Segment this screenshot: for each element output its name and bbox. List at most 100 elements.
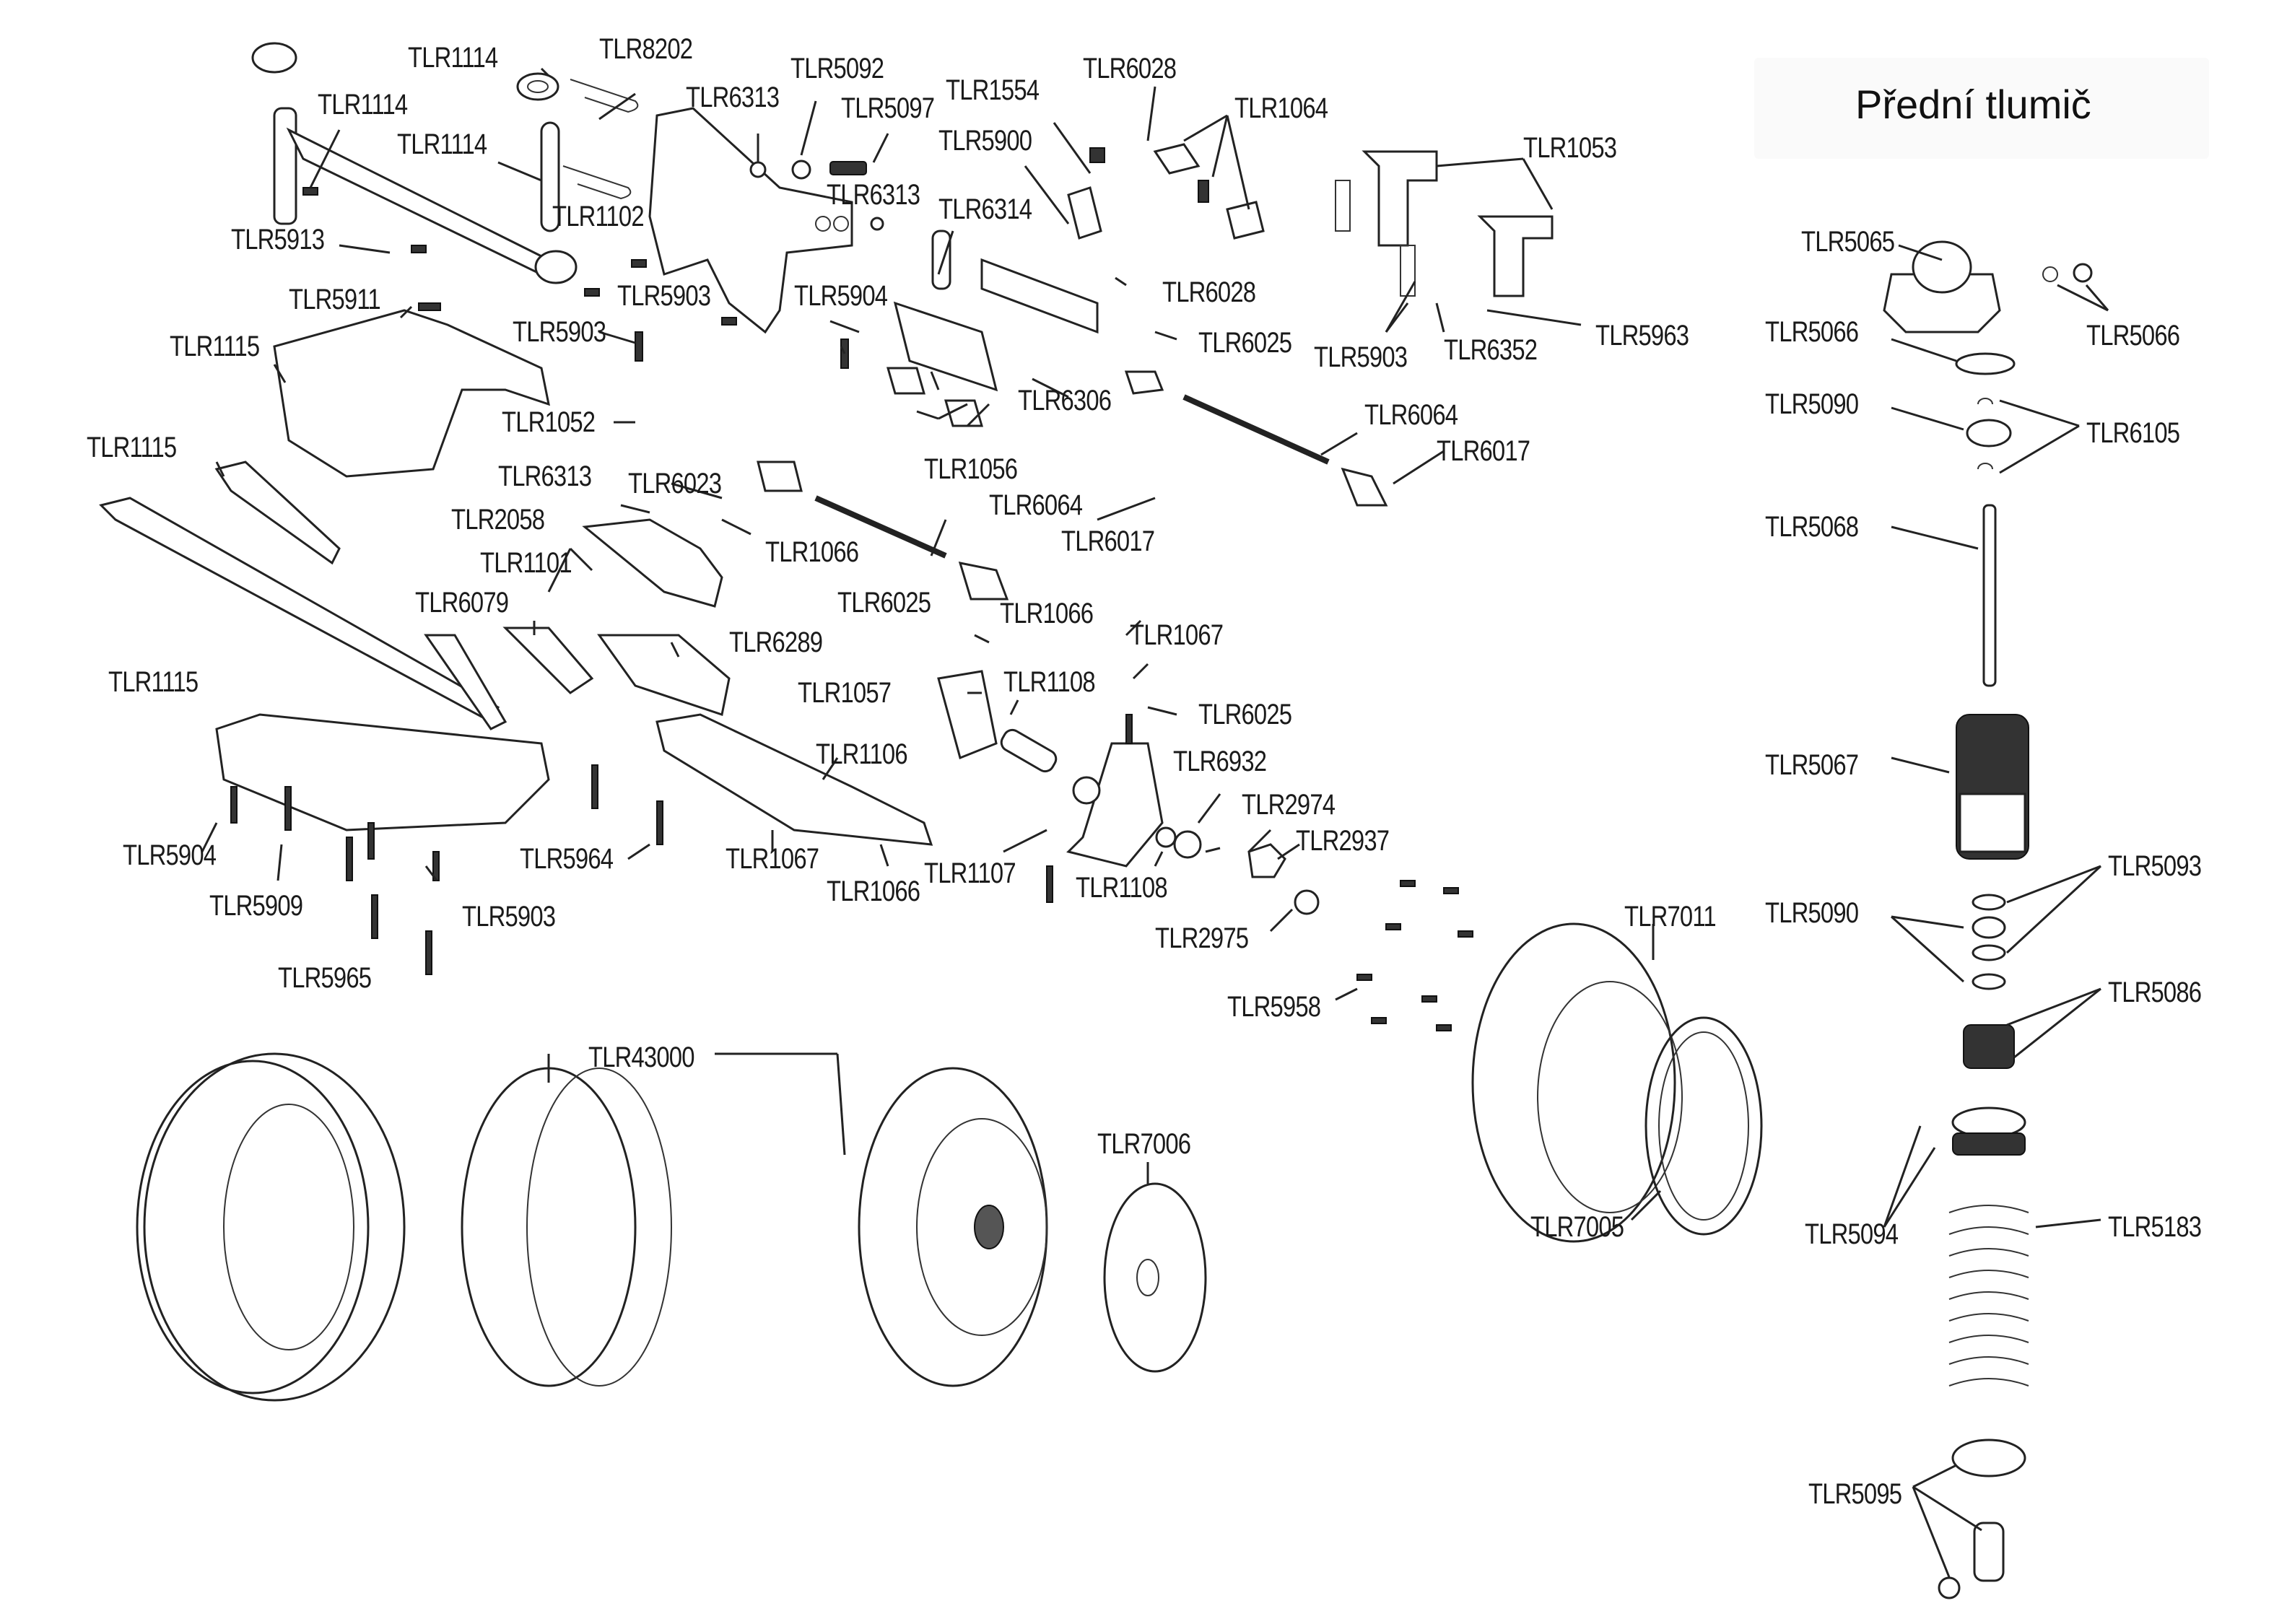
part-label: TLR6028 xyxy=(1162,276,1256,308)
part-label: TLR1115 xyxy=(170,331,260,362)
body-post xyxy=(540,121,560,232)
body-mount-post xyxy=(251,42,578,284)
part-label: TLR1107 xyxy=(924,857,1016,889)
shock-part-label: TLR5066 xyxy=(2086,320,2180,352)
part-label: TLR6079 xyxy=(415,587,509,619)
part-label: TLR5904 xyxy=(794,280,888,312)
part-label: TLR7011 xyxy=(1624,901,1717,933)
part-label: TLR6932 xyxy=(1173,746,1267,777)
part-label: TLR7005 xyxy=(1530,1211,1624,1243)
tire xyxy=(136,1052,406,1402)
shock-seals xyxy=(1972,894,2006,990)
body-clips xyxy=(562,79,639,200)
bearings-and-hex xyxy=(1072,776,1320,915)
part-label: TLR1108 xyxy=(1076,872,1168,904)
part-label: TLR1053 xyxy=(1523,132,1617,164)
part-label: TLR6017 xyxy=(1061,525,1155,557)
part-label: TLR6313 xyxy=(498,460,592,492)
shock-collar xyxy=(1951,1106,2026,1156)
shock-spring xyxy=(1948,1205,2029,1387)
part-label: TLR1064 xyxy=(1234,92,1328,124)
front-skid-plate xyxy=(215,713,550,831)
bead-lock-ring xyxy=(1644,1016,1763,1236)
part-label: TLR1114 xyxy=(397,128,487,160)
lower-arm xyxy=(655,713,933,846)
part-label: TLR1057 xyxy=(798,677,892,709)
part-label: TLR2937 xyxy=(1296,825,1390,857)
part-label: TLR2974 xyxy=(1242,789,1336,821)
part-label: TLR1114 xyxy=(408,42,498,74)
shock-shaft xyxy=(1982,504,1997,687)
part-label: TLR1052 xyxy=(502,406,596,438)
part-label: TLR5913 xyxy=(231,224,325,256)
wheel xyxy=(858,1067,1048,1387)
camber-turnbuckle xyxy=(757,460,1009,601)
part-label: TLR5092 xyxy=(790,53,884,84)
shock-part-label: TLR5095 xyxy=(1808,1478,1902,1510)
front-bumper-brace xyxy=(99,460,507,730)
part-label: TLR1554 xyxy=(946,74,1040,106)
part-label: TLR1106 xyxy=(816,738,908,770)
steering-bellcranks xyxy=(1335,150,1554,297)
part-label: TLR6352 xyxy=(1444,334,1538,366)
part-label: TLR6314 xyxy=(938,193,1032,225)
part-label: TLR6023 xyxy=(628,468,722,499)
part-label: TLR5965 xyxy=(278,962,372,994)
shock-part-label: TLR6105 xyxy=(2086,417,2180,449)
part-label: TLR6025 xyxy=(1198,327,1292,359)
part-label: TLR1067 xyxy=(726,843,819,875)
shock-part-label: TLR5183 xyxy=(2108,1211,2202,1243)
shock-part-label: TLR5093 xyxy=(2108,850,2202,882)
part-label: TLR6064 xyxy=(989,489,1083,521)
shock-part-label: TLR5090 xyxy=(1765,388,1859,420)
part-label: TLR7006 xyxy=(1097,1128,1191,1160)
part-label: TLR1101 xyxy=(480,547,572,579)
part-label: TLR5903 xyxy=(1314,341,1408,373)
shock-part-label: TLR5066 xyxy=(1765,316,1859,348)
body-mount-grommet xyxy=(516,72,559,101)
shock-bottom-cap xyxy=(1963,1024,2015,1069)
part-label: TLR6028 xyxy=(1083,53,1177,84)
part-label: TLR1056 xyxy=(924,453,1018,485)
part-label: TLR5097 xyxy=(841,92,935,124)
part-label: TLR2975 xyxy=(1155,922,1249,954)
shock-tower xyxy=(648,107,853,334)
part-label: TLR6025 xyxy=(837,587,931,619)
shock-part-label: TLR5090 xyxy=(1765,897,1859,929)
part-label: TLR6313 xyxy=(686,82,780,113)
tire-insert xyxy=(461,1067,672,1387)
steering-block xyxy=(582,518,723,608)
part-label: TLR5911 xyxy=(289,284,381,315)
part-label: TLR6313 xyxy=(827,179,920,211)
part-label: TLR5904 xyxy=(123,839,217,871)
shock-part-label: TLR5067 xyxy=(1765,749,1859,781)
shock-body xyxy=(1956,714,2029,860)
part-label: TLR6017 xyxy=(1437,435,1530,467)
part-label: TLR8202 xyxy=(599,33,693,65)
part-label: TLR5903 xyxy=(462,901,556,933)
part-label: TLR1066 xyxy=(765,536,859,568)
shock-piston xyxy=(1966,398,2012,470)
screws xyxy=(230,187,1473,1031)
hub-carrier xyxy=(937,670,1164,868)
section-title: Přední tlumič xyxy=(1855,82,2091,127)
part-label: TLR1115 xyxy=(87,432,177,463)
part-label: TLR5900 xyxy=(938,125,1032,157)
shock-part-label: TLR5094 xyxy=(1805,1218,1899,1250)
shock-spring-cup-and-rod-end xyxy=(1938,1439,2026,1599)
shock-oring xyxy=(1955,352,2016,375)
shock-part-label: TLR5068 xyxy=(1765,511,1859,543)
servo-mount xyxy=(886,230,1099,427)
leader-lines xyxy=(201,67,2109,1578)
wheel-cover-disc xyxy=(1103,1182,1207,1373)
part-label: TLR1066 xyxy=(1000,598,1094,629)
upper-arm xyxy=(273,309,550,478)
part-label: TLR6306 xyxy=(1018,385,1112,416)
part-label: TLR6064 xyxy=(1364,399,1458,431)
caster-block xyxy=(502,627,731,716)
part-label: TLR1067 xyxy=(1130,619,1224,651)
part-label: TLR5958 xyxy=(1227,991,1321,1023)
part-label: TLR6289 xyxy=(729,627,823,658)
section-title-background xyxy=(1754,58,2209,159)
